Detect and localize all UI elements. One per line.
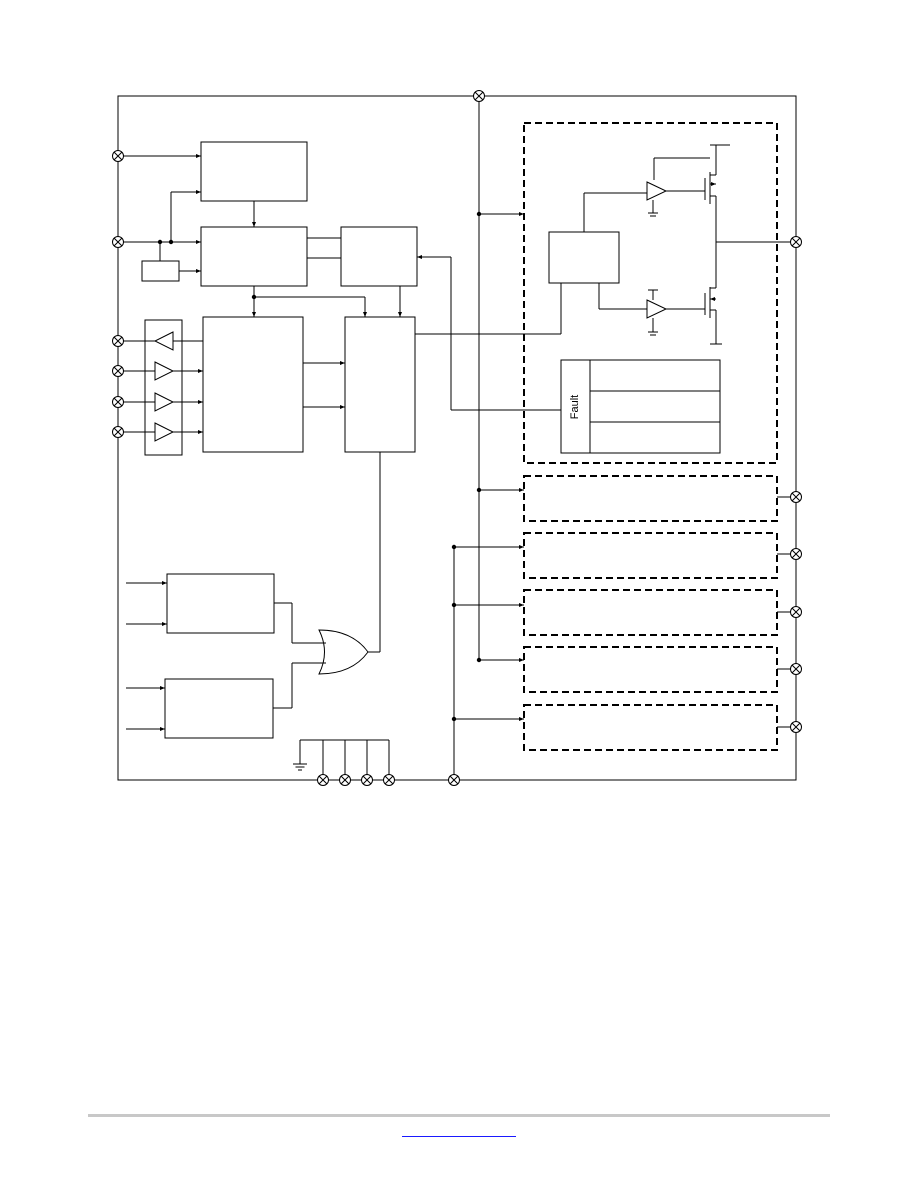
fault-table <box>560 359 721 454</box>
channel-block-5 <box>523 704 778 751</box>
buffer-column <box>144 319 183 456</box>
block-top <box>200 141 308 202</box>
pin-top-supply <box>473 90 485 102</box>
pin-right-3 <box>790 606 802 618</box>
lower-block-1 <box>166 573 275 634</box>
small-block <box>141 260 180 282</box>
logic-block <box>202 316 304 453</box>
pin-right-2 <box>790 548 802 560</box>
control-block <box>344 316 416 453</box>
channel-block-4 <box>523 646 778 693</box>
output-driver-region <box>523 122 778 464</box>
pin-left-4 <box>112 365 124 377</box>
pin-right-output <box>790 236 802 248</box>
chip-outline <box>117 95 797 781</box>
or-gate <box>318 629 369 675</box>
driver-block <box>548 231 620 284</box>
pin-left-1 <box>112 150 124 162</box>
pin-right-1 <box>790 491 802 503</box>
footer-divider <box>88 1114 830 1117</box>
channel-block-3 <box>523 589 778 636</box>
pin-right-5 <box>790 721 802 733</box>
channel-block-2 <box>523 532 778 579</box>
pin-bottom-gnd-4 <box>383 774 395 786</box>
fault-label: Fault <box>569 395 581 419</box>
pin-bottom-gnd-3 <box>361 774 373 786</box>
pin-left-5 <box>112 396 124 408</box>
block-second <box>200 226 308 287</box>
pin-bottom-gnd-1 <box>317 774 329 786</box>
pin-left-6 <box>112 426 124 438</box>
pin-left-3 <box>112 335 124 347</box>
footer-link[interactable] <box>402 1126 516 1137</box>
block-third <box>340 226 418 287</box>
pin-bottom-gnd-2 <box>339 774 351 786</box>
lower-block-2 <box>164 678 274 739</box>
pin-right-4 <box>790 663 802 675</box>
pin-left-2 <box>112 236 124 248</box>
channel-block-1 <box>523 475 778 522</box>
pin-bottom-supply <box>448 774 460 786</box>
